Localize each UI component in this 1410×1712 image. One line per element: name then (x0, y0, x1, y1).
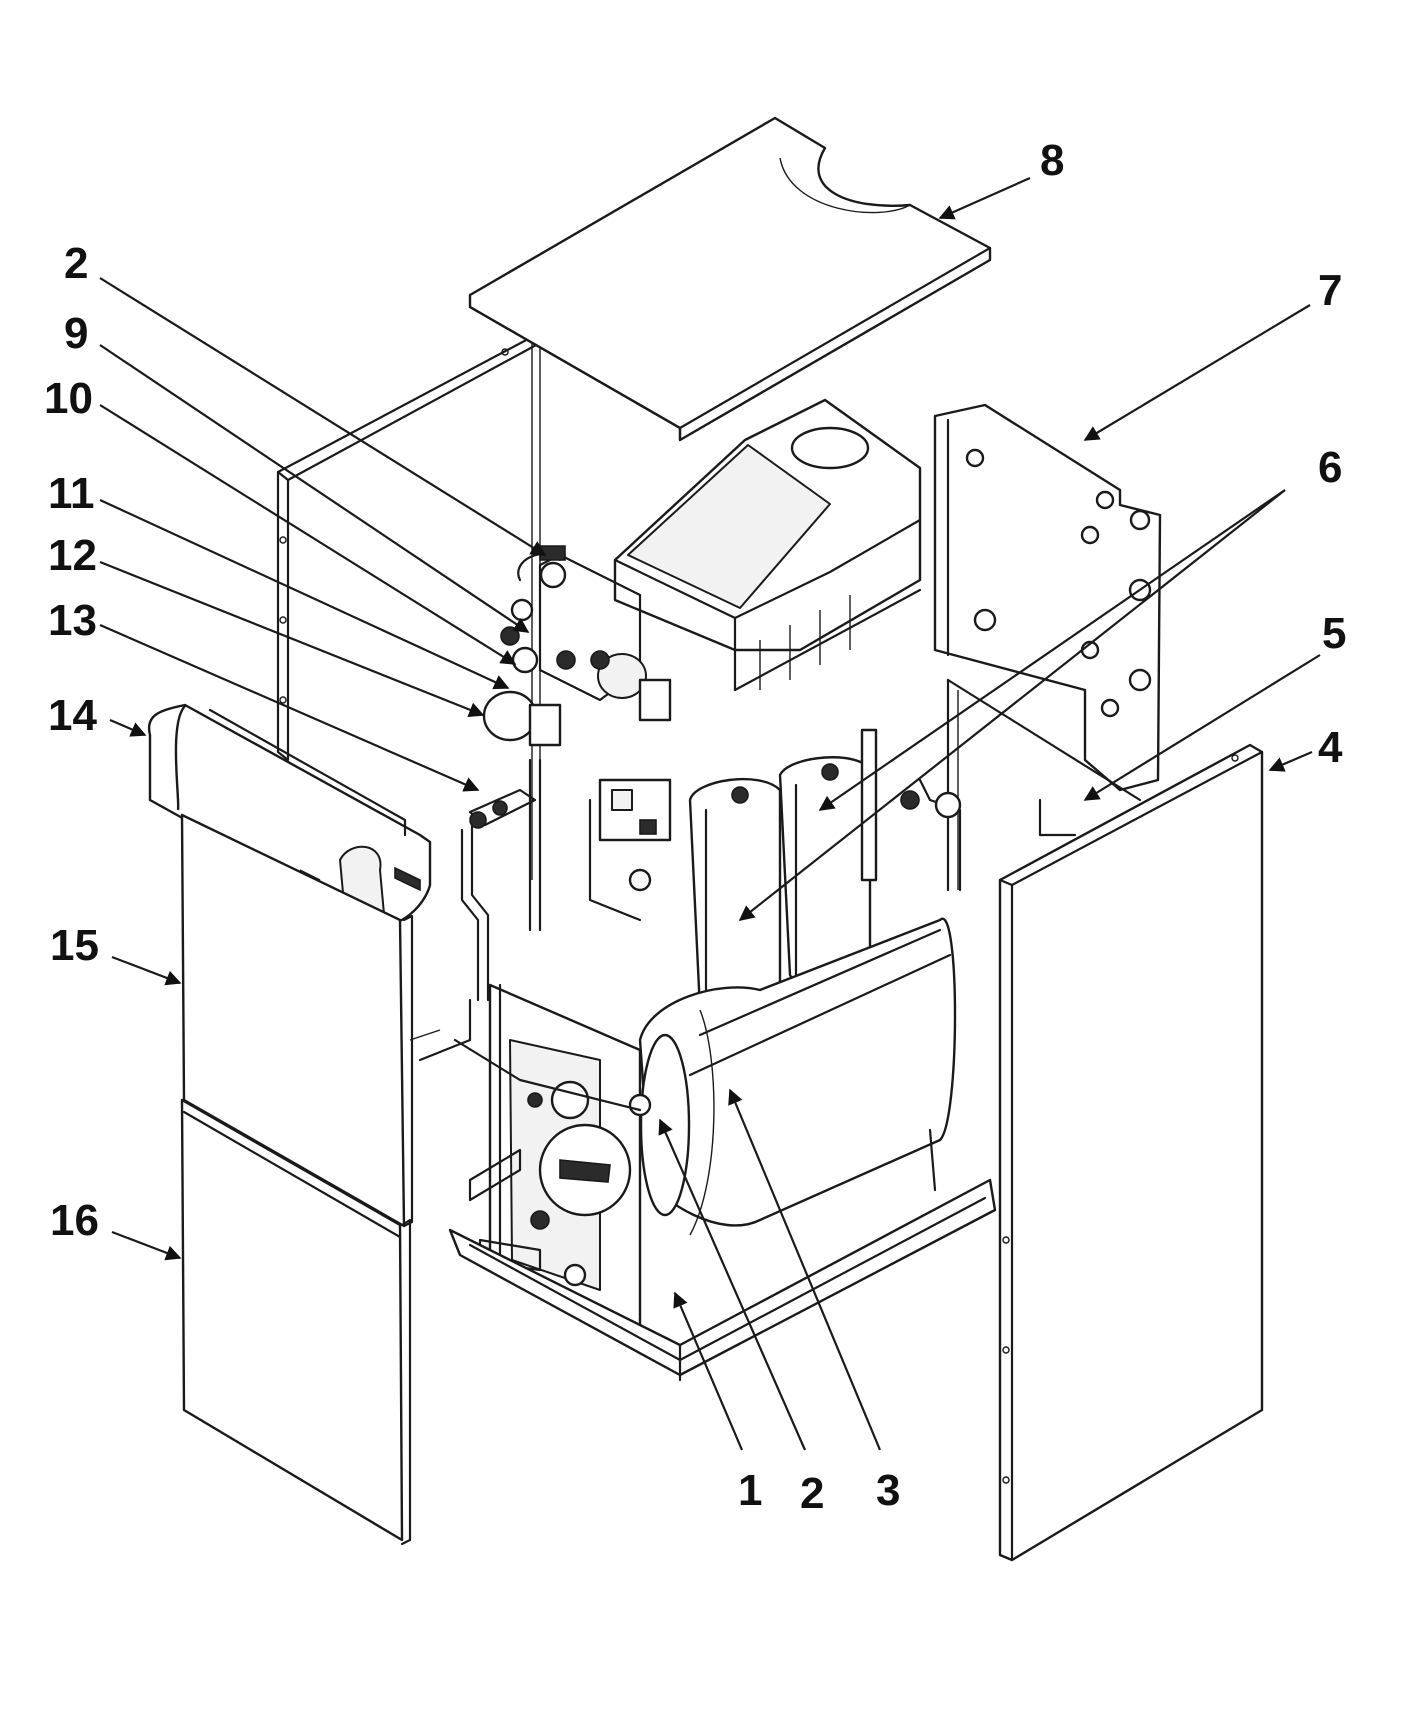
leader-7 (1083, 304, 1311, 441)
callout-1: 1 (738, 1466, 762, 1515)
leader-4 (1268, 750, 1313, 772)
leader-6b (738, 489, 1286, 921)
callout-15: 15 (50, 921, 99, 970)
leader-lines (99, 176, 1321, 1451)
leader-12 (99, 560, 485, 718)
leader-6a (818, 489, 1286, 811)
callout-2-bottom: 2 (800, 1469, 824, 1518)
leader-5 (1083, 654, 1321, 801)
callout-10: 10 (44, 374, 93, 423)
base-frame (448, 1178, 997, 1382)
side-panel-front-right (998, 743, 1264, 1562)
expansion-vessels (688, 728, 962, 1027)
top-cover (468, 116, 992, 442)
leader-2a (99, 277, 547, 556)
callout-2: 2 (64, 239, 88, 288)
leader-2b (658, 1118, 807, 1451)
callout-9: 9 (64, 309, 88, 358)
leader-14 (109, 718, 147, 737)
leader-16 (111, 1230, 182, 1261)
callout-4: 4 (1318, 723, 1343, 772)
leader-11 (99, 499, 510, 690)
leader-3 (728, 1088, 882, 1451)
callout-7: 7 (1318, 266, 1342, 315)
front-panel-upper (180, 813, 441, 1228)
leader-13 (99, 623, 480, 792)
leader-10 (99, 404, 517, 665)
callout-6: 6 (1318, 443, 1342, 492)
callout-12: 12 (48, 531, 97, 580)
leader-1 (673, 1291, 744, 1451)
gas-valve (588, 778, 672, 922)
combustion-chamber-hood (613, 398, 922, 692)
callout-11: 11 (48, 469, 95, 518)
leader-8 (938, 176, 1031, 220)
callout-5: 5 (1322, 609, 1346, 658)
leader-9 (99, 344, 530, 633)
callout-13: 13 (48, 596, 97, 645)
callout-8: 8 (1040, 136, 1064, 185)
callout-3: 3 (876, 1466, 900, 1515)
front-casting-plate (453, 983, 652, 1347)
callout-14: 14 (48, 691, 97, 740)
leader-15 (111, 955, 182, 986)
front-panel-lower (180, 1098, 412, 1546)
callout-labels: 8 2 9 10 11 12 13 14 15 16 7 6 5 4 1 2 3 (44, 136, 1346, 1518)
callout-16: 16 (50, 1196, 99, 1245)
side-panel-rear-right (933, 403, 1162, 792)
